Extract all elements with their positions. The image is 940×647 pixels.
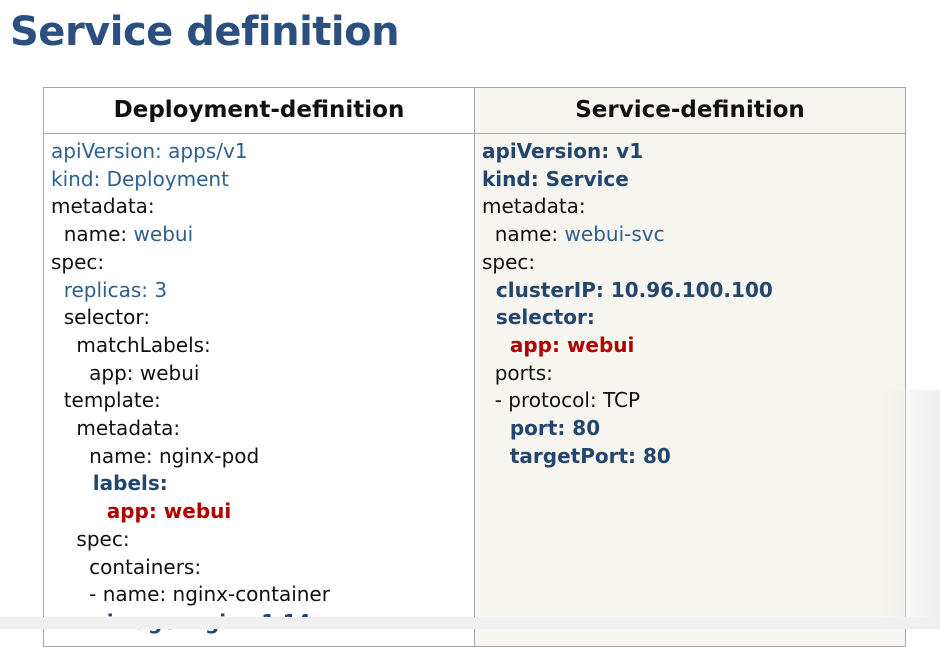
yaml-line: selector: <box>51 305 150 330</box>
edge-shading <box>880 390 940 617</box>
yaml-line: selector: <box>482 305 595 330</box>
yaml-line: - protocol: TCP <box>482 388 641 413</box>
yaml-line: port: 80 <box>482 416 601 441</box>
yaml-line: app: webui <box>51 499 232 524</box>
yaml-line: metadata: <box>51 194 155 219</box>
deployment-yaml-code: apiVersion: apps/v1 kind: Deployment metad… <box>44 134 474 637</box>
deployment-definition-header: Deployment-definition <box>43 87 475 134</box>
yaml-line: apiVersion: apps/v1 <box>51 139 248 163</box>
deployment-definition-cell: apiVersion: apps/v1 kind: Deployment metad… <box>43 133 475 647</box>
yaml-value: webui <box>133 222 194 247</box>
table-body-row: apiVersion: apps/v1 kind: Deployment metad… <box>43 133 906 647</box>
yaml-line: spec: <box>482 249 536 274</box>
yaml-key: name: <box>482 222 565 247</box>
yaml-line: name: webui <box>51 221 474 249</box>
yaml-line: labels: <box>51 471 168 496</box>
yaml-line: name: webui-svc <box>482 221 905 249</box>
yaml-line: ports: <box>482 360 553 385</box>
service-definition-cell: apiVersion: v1 kind: Service metadata: nam… <box>474 133 906 647</box>
yaml-line: - name: nginx-container <box>51 582 330 607</box>
yaml-key: name: <box>51 222 134 247</box>
yaml-line: app: webui <box>482 332 635 357</box>
service-definition-header: Service-definition <box>474 87 906 134</box>
yaml-line: replicas: 3 <box>51 277 168 302</box>
yaml-line: containers: <box>51 554 202 579</box>
yaml-line: metadata: <box>51 416 181 441</box>
bottom-band <box>0 617 940 629</box>
page-title: Service definition <box>10 9 400 55</box>
yaml-line: apiVersion: v1 <box>482 139 644 163</box>
yaml-line: clusterIP: 10.96.100.100 <box>482 277 773 302</box>
yaml-line: template: <box>51 388 161 413</box>
yaml-line: targetPort: 80 <box>482 443 671 468</box>
yaml-line: kind: Deployment <box>51 166 229 191</box>
yaml-line: matchLabels: <box>51 332 211 357</box>
yaml-line: kind: Service <box>482 166 629 191</box>
yaml-comparison-table: Deployment-definition Service-definition… <box>43 87 906 647</box>
yaml-line: name: nginx-pod <box>51 443 260 468</box>
yaml-value: webui-svc <box>564 222 665 247</box>
service-yaml-code: apiVersion: v1 kind: Service metadata: nam… <box>475 134 905 470</box>
table-header-row: Deployment-definition Service-definition <box>43 87 906 134</box>
yaml-line: app: webui <box>51 360 200 385</box>
yaml-line: metadata: <box>482 194 586 219</box>
yaml-line: spec: <box>51 249 105 274</box>
yaml-line: spec: <box>51 526 130 551</box>
